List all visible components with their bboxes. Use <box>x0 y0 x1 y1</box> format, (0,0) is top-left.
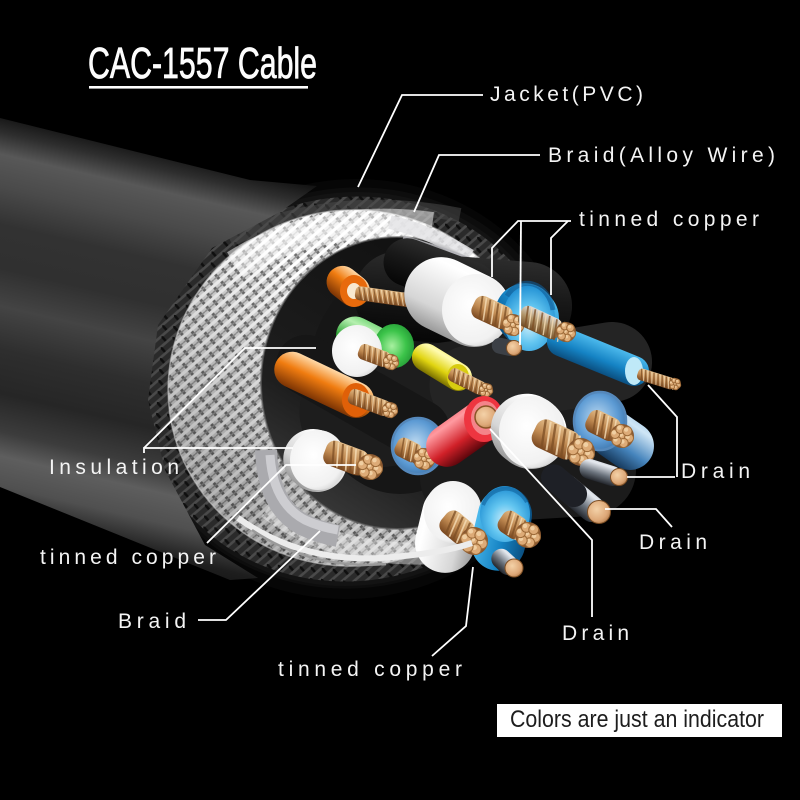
svg-text:CAC-1557 Cable: CAC-1557 Cable <box>88 39 317 88</box>
svg-text:Braid(Alloy Wire): Braid(Alloy Wire) <box>548 144 775 167</box>
svg-text:Drain: Drain <box>681 460 750 483</box>
svg-text:Drain: Drain <box>639 531 707 554</box>
svg-text:Braid: Braid <box>118 610 186 633</box>
svg-text:Jacket(PVC): Jacket(PVC) <box>490 83 643 106</box>
svg-text:Drain: Drain <box>562 622 629 645</box>
svg-text:Colors are just an indicator: Colors are just an indicator <box>510 706 764 733</box>
